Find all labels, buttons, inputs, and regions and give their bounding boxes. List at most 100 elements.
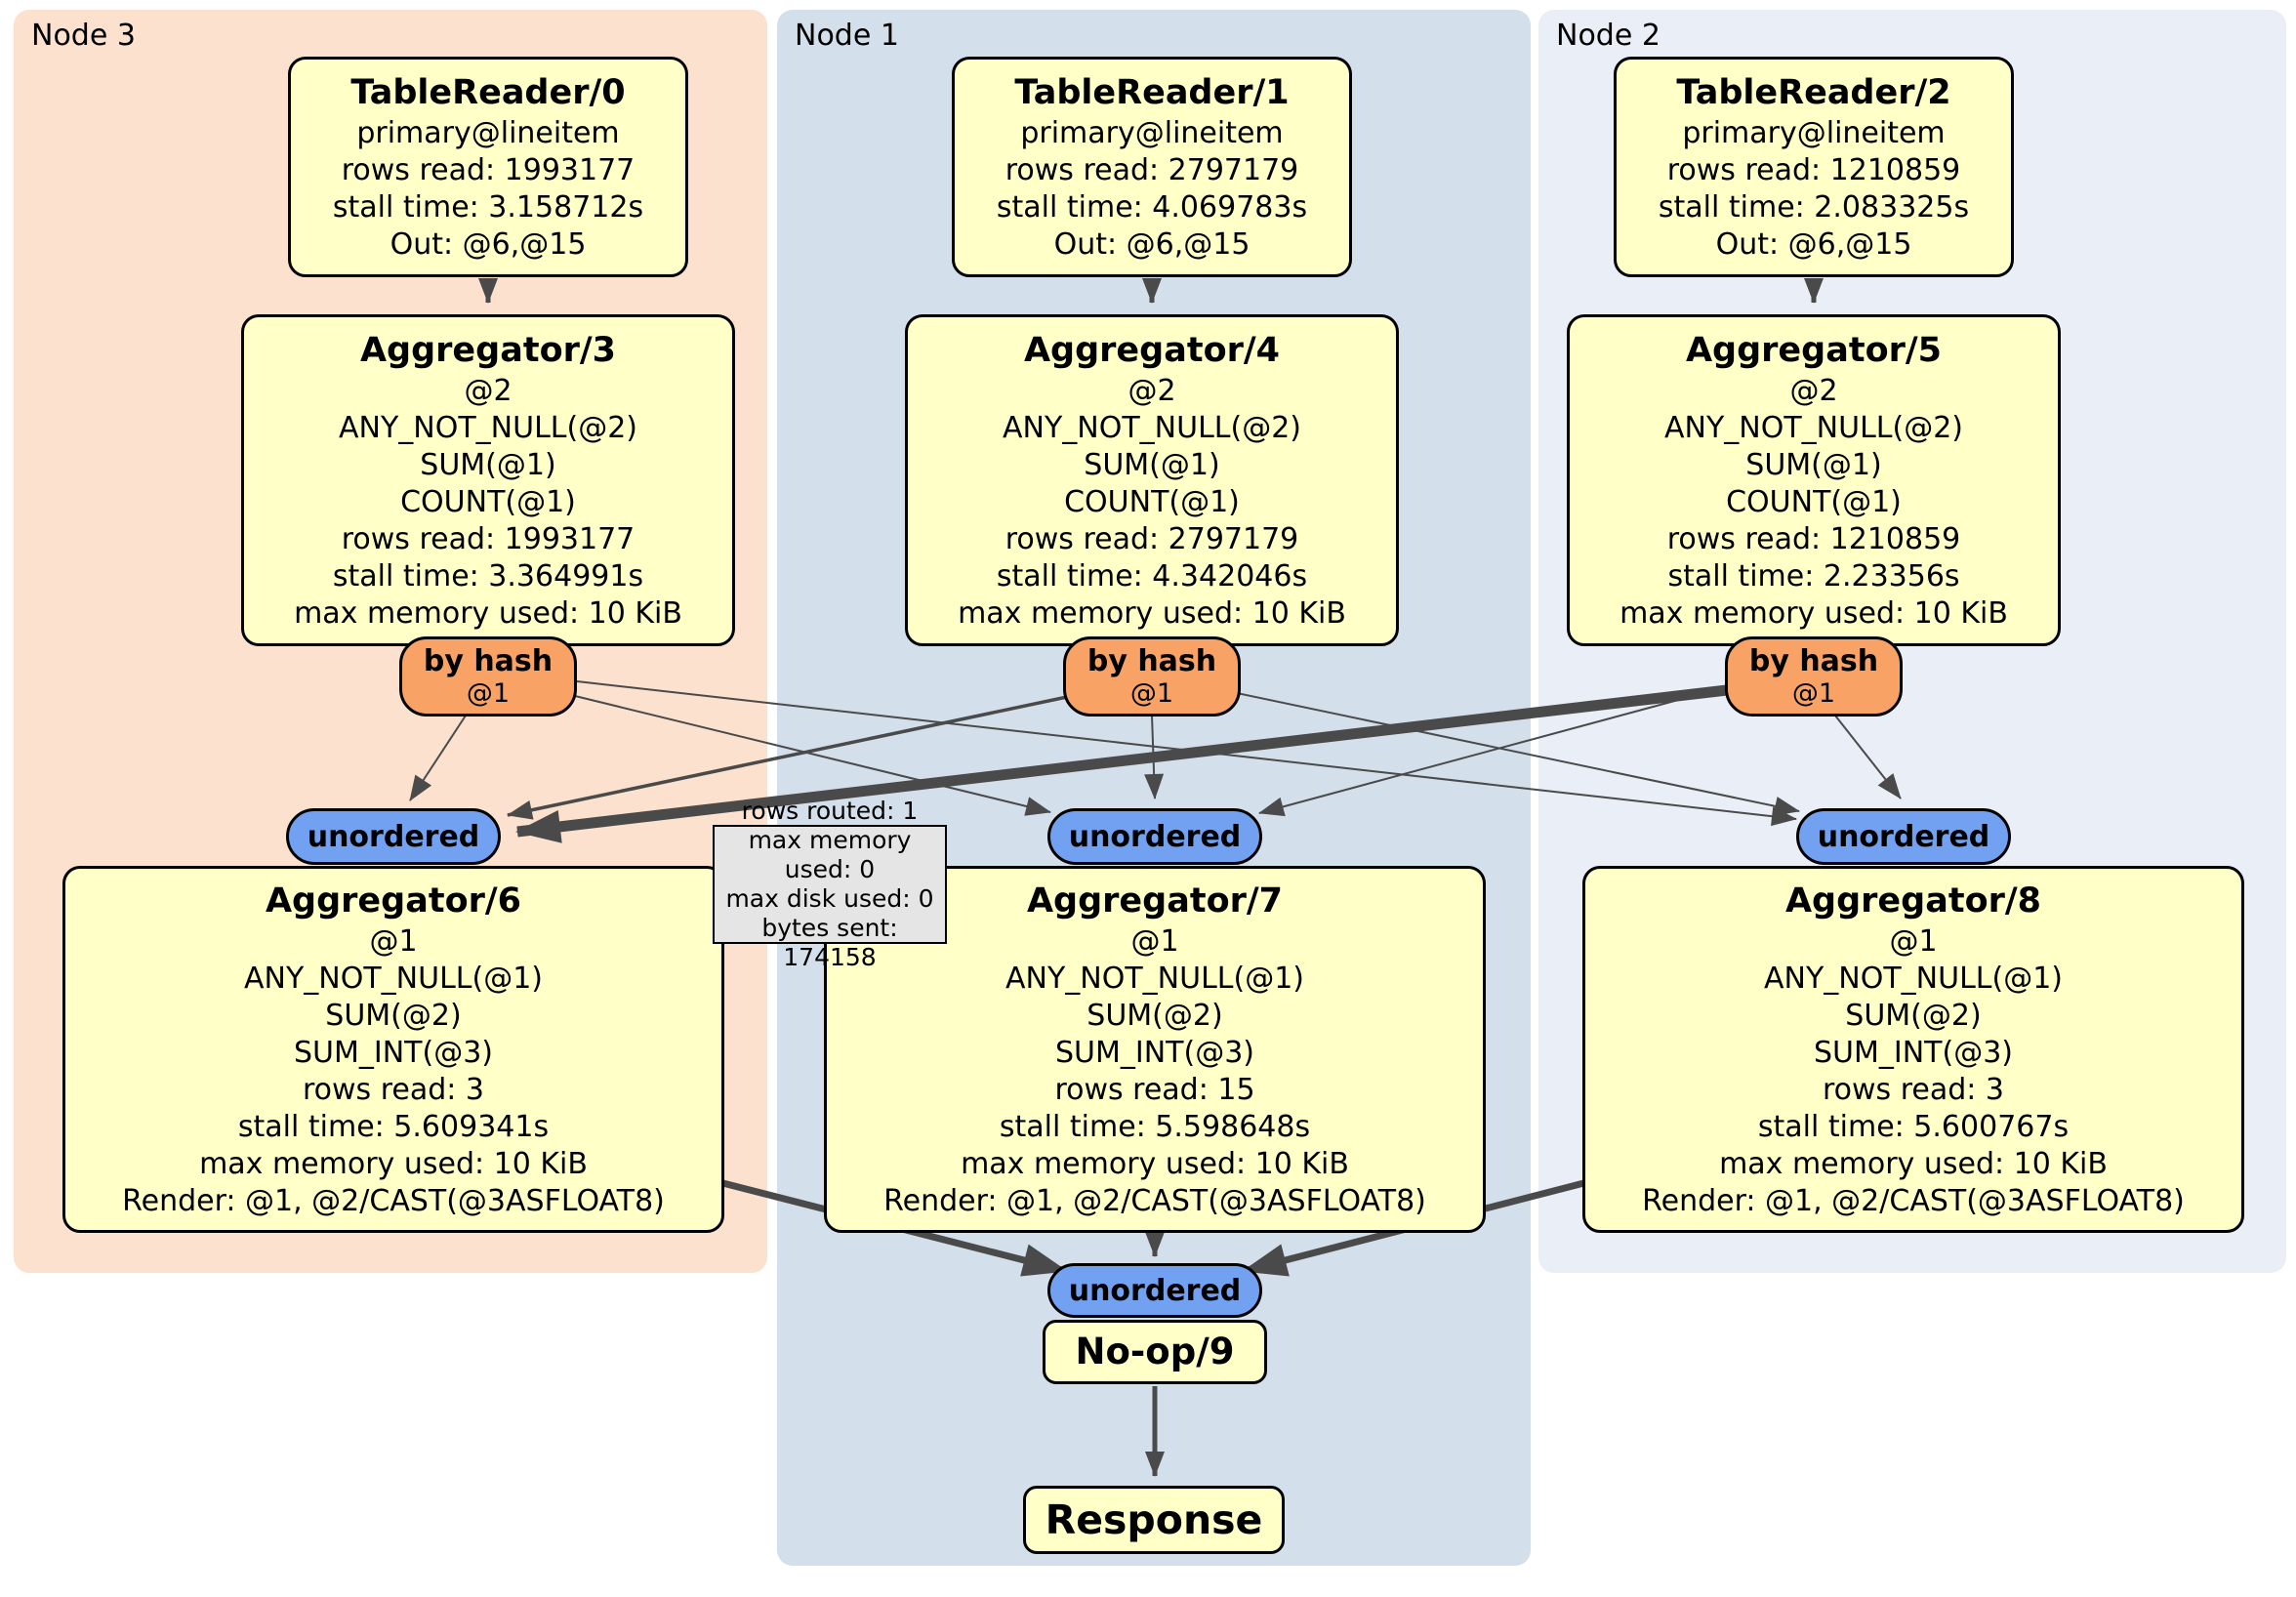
node-title: TableReader/0 <box>350 73 626 112</box>
panel-label: Node 2 <box>1556 19 1660 53</box>
node-line: rows read: 1993177 <box>341 522 636 556</box>
router-label: by hash <box>1086 644 1217 678</box>
node-title: Aggregator/4 <box>1023 331 1281 370</box>
router-detail: @1 <box>1129 678 1174 709</box>
node-title: No-op/9 <box>1075 1331 1235 1372</box>
node-line: @2 <box>1128 374 1176 408</box>
node-line: stall time: 5.600767s <box>1757 1110 2070 1144</box>
node-line: stall time: 4.342046s <box>996 559 1308 594</box>
node-title: Aggregator/8 <box>1784 881 2042 921</box>
node-line: stall time: 4.069783s <box>996 190 1308 225</box>
node-line: stall time: 5.598648s <box>999 1110 1311 1144</box>
node-line: stall time: 5.609341s <box>237 1110 550 1144</box>
node-tablereader-2: TableReader/2 primary@lineitem rows read… <box>1614 57 2014 277</box>
node-line: stall time: 3.158712s <box>332 190 644 225</box>
node-line: primary@lineitem <box>1020 116 1284 150</box>
node-line: rows read: 1210859 <box>1666 153 1961 187</box>
node-line: max memory used: 10 KiB <box>961 1147 1349 1181</box>
node-line: SUM_INT(@3) <box>1814 1036 2013 1070</box>
node-aggregator-6: Aggregator/6 @1 ANY_NOT_NULL(@1) SUM(@2)… <box>62 866 724 1233</box>
node-line: max memory used: 10 KiB <box>294 596 682 631</box>
node-line: stall time: 2.083325s <box>1658 190 1970 225</box>
node-aggregator-3: Aggregator/3 @2 ANY_NOT_NULL(@2) SUM(@1)… <box>241 314 735 646</box>
sync-label: unordered <box>1817 819 1990 854</box>
node-aggregator-4: Aggregator/4 @2 ANY_NOT_NULL(@2) SUM(@1)… <box>905 314 1399 646</box>
panel-label: Node 1 <box>795 19 899 53</box>
node-line: Out: @6,@15 <box>1053 227 1250 262</box>
node-line: SUM(@1) <box>420 448 556 482</box>
node-line: @2 <box>464 374 512 408</box>
node-title: Aggregator/7 <box>1026 881 1284 921</box>
node-title: TableReader/2 <box>1676 73 1951 112</box>
node-line: ANY_NOT_NULL(@1) <box>1764 962 2063 996</box>
stream-stats-tooltip: rows routed: 1 max memory used: 0 max di… <box>713 797 947 971</box>
node-line: SUM(@1) <box>1745 448 1882 482</box>
node-line: SUM(@2) <box>1845 999 1982 1033</box>
router-label: by hash <box>1748 644 1879 678</box>
node-line: max memory used: 10 KiB <box>1620 596 2008 631</box>
node-title: Aggregator/3 <box>359 331 617 370</box>
node-title: Response <box>1045 1496 1263 1543</box>
node-line: Out: @6,@15 <box>1715 227 1912 262</box>
node-line: ANY_NOT_NULL(@2) <box>1003 411 1301 445</box>
node-line: rows read: 15 <box>1054 1073 1255 1107</box>
router-detail: @1 <box>1791 678 1836 709</box>
node-aggregator-5: Aggregator/5 @2 ANY_NOT_NULL(@2) SUM(@1)… <box>1567 314 2061 646</box>
node-line: primary@lineitem <box>356 116 620 150</box>
node-response: Response <box>1023 1486 1285 1554</box>
node-noop-9: No-op/9 <box>1043 1320 1267 1384</box>
node-line: rows read: 1993177 <box>341 153 636 187</box>
node-line: primary@lineitem <box>1682 116 1946 150</box>
node-line: Render: @1, @2/CAST(@3ASFLOAT8) <box>1642 1184 2185 1218</box>
node-line: Render: @1, @2/CAST(@3ASFLOAT8) <box>883 1184 1426 1218</box>
router-by-hash-2[interactable]: by hash @1 <box>1725 636 1903 717</box>
node-title: TableReader/1 <box>1014 73 1290 112</box>
node-line: SUM_INT(@3) <box>294 1036 493 1070</box>
node-aggregator-8: Aggregator/8 @1 ANY_NOT_NULL(@1) SUM(@2)… <box>1582 866 2244 1233</box>
router-by-hash-1[interactable]: by hash @1 <box>1063 636 1241 717</box>
node-line: SUM(@2) <box>325 999 462 1033</box>
node-line: stall time: 3.364991s <box>332 559 644 594</box>
node-line: ANY_NOT_NULL(@1) <box>244 962 543 996</box>
sync-label: unordered <box>1068 1273 1242 1308</box>
node-line: ANY_NOT_NULL(@1) <box>1005 962 1304 996</box>
node-line: @1 <box>1130 924 1179 959</box>
node-line: @1 <box>369 924 418 959</box>
sync-unordered-3[interactable]: unordered <box>1047 1263 1262 1318</box>
sync-unordered-2[interactable]: unordered <box>1796 808 2011 865</box>
node-line: rows read: 3 <box>1822 1073 2005 1107</box>
router-by-hash-0[interactable]: by hash @1 <box>399 636 577 717</box>
node-tablereader-0: TableReader/0 primary@lineitem rows read… <box>288 57 688 277</box>
node-line: ANY_NOT_NULL(@2) <box>1664 411 1963 445</box>
node-line: stall time: 2.23356s <box>1667 559 1960 594</box>
node-line: rows read: 2797179 <box>1004 153 1299 187</box>
node-title: Aggregator/5 <box>1685 331 1943 370</box>
sync-unordered-0[interactable]: unordered <box>286 808 501 865</box>
node-line: Out: @6,@15 <box>390 227 587 262</box>
node-line: @1 <box>1889 924 1938 959</box>
router-label: by hash <box>423 644 554 678</box>
node-line: SUM_INT(@3) <box>1055 1036 1254 1070</box>
node-line: COUNT(@1) <box>1064 485 1240 519</box>
node-line: rows read: 3 <box>302 1073 485 1107</box>
tooltip-line: rows routed: 1 <box>741 797 919 825</box>
tooltip-line: bytes sent: 174158 <box>761 914 898 971</box>
node-line: max memory used: 10 KiB <box>199 1147 588 1181</box>
tooltip-line: max memory used: 0 <box>748 826 912 883</box>
router-detail: @1 <box>466 678 511 709</box>
node-line: ANY_NOT_NULL(@2) <box>339 411 637 445</box>
sync-unordered-1[interactable]: unordered <box>1047 808 1262 865</box>
node-line: SUM(@2) <box>1086 999 1223 1033</box>
node-line: rows read: 2797179 <box>1004 522 1299 556</box>
node-line: max memory used: 10 KiB <box>958 596 1346 631</box>
node-line: rows read: 1210859 <box>1666 522 1961 556</box>
node-line: Render: @1, @2/CAST(@3ASFLOAT8) <box>122 1184 665 1218</box>
node-line: COUNT(@1) <box>1726 485 1902 519</box>
panel-label: Node 3 <box>31 19 136 53</box>
node-title: Aggregator/6 <box>265 881 522 921</box>
sync-label: unordered <box>1068 819 1242 854</box>
node-line: COUNT(@1) <box>400 485 576 519</box>
sync-label: unordered <box>307 819 480 854</box>
node-tablereader-1: TableReader/1 primary@lineitem rows read… <box>952 57 1352 277</box>
